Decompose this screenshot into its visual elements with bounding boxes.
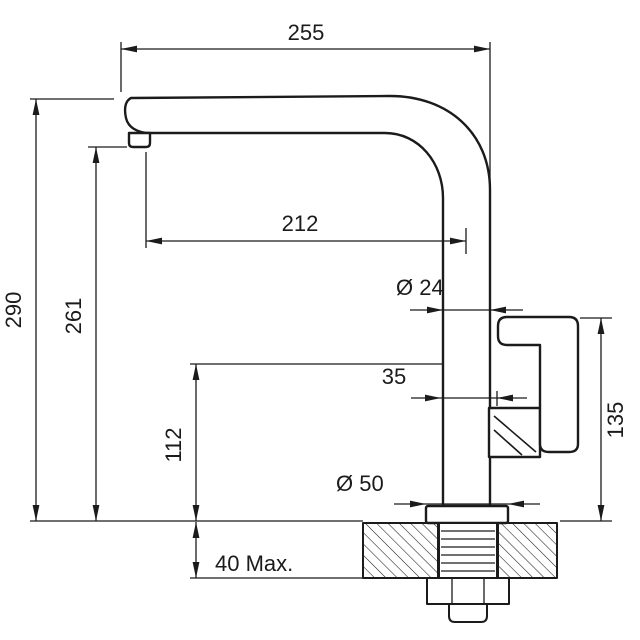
dim-label-base-diameter: Ø 50 (336, 471, 384, 496)
dim-overall-height: 290 (1, 98, 363, 522)
dim-joint-height: 112 (161, 363, 443, 521)
countertop-section-right (497, 522, 558, 579)
dim-extension-lines (441, 391, 498, 406)
dim-label-handle-height: 135 (603, 402, 628, 439)
dim-body-diameter: Ø 24 (396, 275, 523, 314)
dim-label-counter-thickness: 40 Max. (215, 551, 293, 576)
dim-label-spout-height: 261 (61, 298, 86, 335)
spout-body (123, 94, 492, 508)
dim-label-overall-width: 255 (288, 20, 325, 45)
handle-lever (496, 315, 580, 454)
dim-spout-height: 261 (61, 146, 127, 521)
dim-counter-thickness: 40 Max. (190, 522, 363, 579)
dim-overall-width: 255 (120, 20, 491, 186)
dimensions: 255 290 261 212 Ø 24 (1, 20, 628, 579)
dim-spout-reach: 212 (145, 152, 467, 254)
mounting-nut (426, 577, 510, 605)
dim-label-overall-height: 290 (1, 292, 26, 329)
swivel-joint-hatch (493, 415, 537, 456)
mounting-nut-facets (451, 578, 485, 604)
dim-base-diameter: Ø 50 (336, 471, 540, 508)
dim-label-lever-offset: 35 (382, 364, 406, 389)
dim-extension-lines (145, 152, 467, 254)
dim-label-body-diameter: Ø 24 (396, 275, 444, 300)
base-flange (424, 504, 510, 525)
faucet (123, 94, 580, 623)
dim-label-spout-reach: 212 (282, 211, 319, 236)
dim-extension-lines (560, 317, 612, 522)
countertop-section-left (362, 522, 439, 579)
dim-label-joint-height: 112 (161, 427, 186, 462)
hose-tail (448, 603, 488, 623)
aerator (127, 131, 152, 149)
dim-lever-offset: 35 (382, 364, 527, 406)
dim-handle-height: 135 (560, 317, 628, 522)
shank-threads (441, 530, 495, 572)
